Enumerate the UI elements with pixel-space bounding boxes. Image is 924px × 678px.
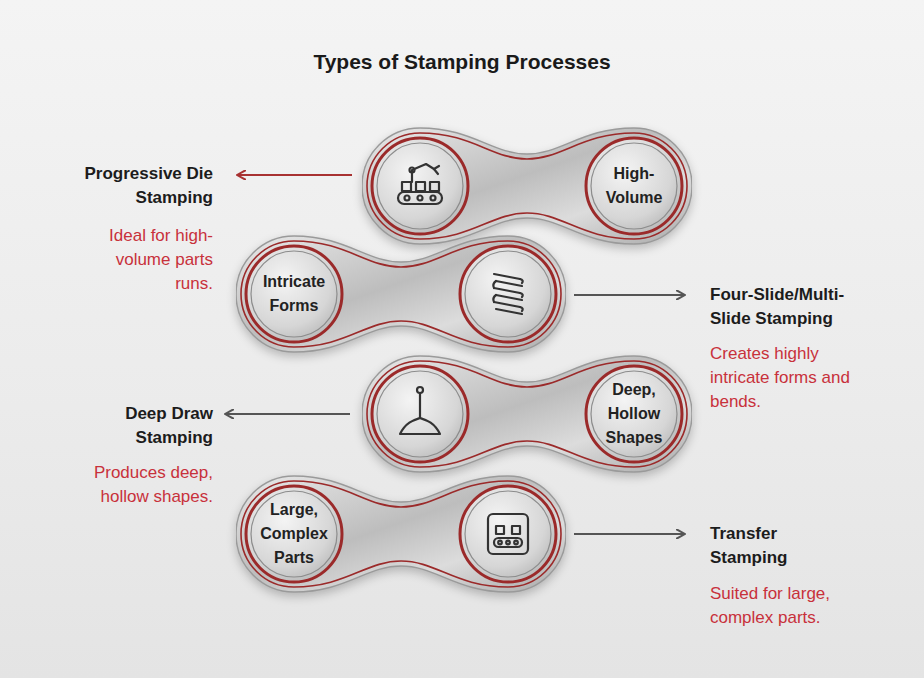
circle-ring — [586, 366, 682, 462]
dumbbell-rim — [241, 241, 561, 347]
icon-part — [412, 164, 434, 182]
process-name: Four-Slide/Multi-Slide Stamping — [710, 283, 880, 331]
process-description: Suited for large, complex parts. — [710, 582, 860, 630]
leader-arrow — [226, 413, 350, 415]
icon-part — [498, 541, 502, 545]
circle-inner — [377, 371, 463, 457]
process-icon — [400, 387, 440, 434]
label-area: Creates highly intricate forms and bends… — [710, 342, 850, 414]
circle-inner — [251, 251, 337, 337]
label-area: Suited for large, complex parts. — [710, 582, 860, 630]
process-description: Produces deep, hollow shapes. — [73, 461, 213, 509]
circle-label: High-Volume — [591, 162, 677, 210]
icon-part — [398, 192, 442, 204]
circle-ring — [460, 246, 556, 342]
circle-text-area: Deep, Hollow Shapes — [588, 368, 680, 460]
circle-text-area: Intricate Forms — [248, 248, 340, 340]
process-icon — [493, 274, 522, 314]
dumbbell-body — [362, 356, 692, 472]
process-description: Creates highly intricate forms and bends… — [710, 342, 850, 414]
process-name: Progressive Die Stamping — [63, 162, 213, 210]
circle-label: Large, Complex Parts — [251, 498, 337, 570]
icon-part — [418, 196, 423, 201]
icon-part — [402, 182, 411, 191]
circle-ring — [372, 366, 468, 462]
dumbbell-shape — [362, 126, 692, 246]
icon-part — [416, 182, 425, 191]
circle-inner — [251, 491, 337, 577]
process-name: Deep Draw Stamping — [83, 402, 213, 450]
dumbbell-node: Intricate Forms — [236, 234, 566, 354]
icon-part — [514, 541, 518, 545]
icon-part — [496, 526, 504, 534]
dumbbell-body — [236, 236, 566, 352]
icon-part — [494, 274, 522, 314]
icon-part — [400, 418, 440, 434]
circle-text-area: High-Volume — [588, 140, 680, 232]
circle-inner — [465, 251, 551, 337]
circle-label: Intricate Forms — [251, 270, 337, 318]
label-area: Deep Draw Stamping — [83, 402, 213, 450]
circle-inner — [377, 143, 463, 229]
process-description: Ideal for high-volume parts runs. — [75, 224, 213, 296]
circle-inner — [591, 143, 677, 229]
leader-arrow — [238, 174, 352, 176]
icon-part — [405, 196, 410, 201]
circle-ring — [246, 486, 342, 582]
circle-label: Deep, Hollow Shapes — [591, 378, 677, 450]
process-icon — [488, 514, 528, 554]
dumbbell-body — [362, 128, 692, 244]
icon-part — [410, 168, 415, 173]
dumbbell-body — [236, 476, 566, 592]
icon-part — [419, 393, 421, 418]
icon-part — [488, 514, 528, 554]
icon-part — [434, 166, 439, 174]
icon-part — [512, 526, 520, 534]
icon-part — [506, 541, 510, 545]
label-area: Transfer Stamping — [710, 522, 820, 570]
dumbbell-rim — [367, 133, 687, 239]
icon-part — [431, 196, 436, 201]
label-area: Four-Slide/Multi-Slide Stamping — [710, 283, 880, 331]
diagram-title: Types of Stamping Processes — [0, 50, 924, 74]
icon-part — [494, 538, 522, 547]
circle-ring — [246, 246, 342, 342]
process-name: Transfer Stamping — [710, 522, 820, 570]
label-area: Produces deep, hollow shapes. — [73, 461, 213, 509]
circle-ring — [586, 138, 682, 234]
dumbbell-rim — [241, 481, 561, 587]
circle-text-area: Large, Complex Parts — [248, 488, 340, 580]
leader-arrow — [574, 533, 684, 535]
icon-part — [430, 182, 439, 191]
circle-inner — [591, 371, 677, 457]
dumbbell-shape — [236, 234, 566, 354]
dumbbell-node: Large, Complex Parts — [236, 474, 566, 594]
dumbbell-node: High-Volume — [362, 126, 692, 246]
dumbbell-rim — [367, 361, 687, 467]
label-area: Progressive Die Stamping — [63, 162, 213, 210]
label-area: Ideal for high-volume parts runs. — [75, 224, 213, 296]
circle-ring — [460, 486, 556, 582]
icon-part — [493, 279, 522, 311]
circle-inner — [465, 491, 551, 577]
dumbbell-node: Deep, Hollow Shapes — [362, 354, 692, 474]
process-icon — [398, 164, 442, 204]
circle-ring — [372, 138, 468, 234]
leader-arrow — [574, 294, 684, 296]
